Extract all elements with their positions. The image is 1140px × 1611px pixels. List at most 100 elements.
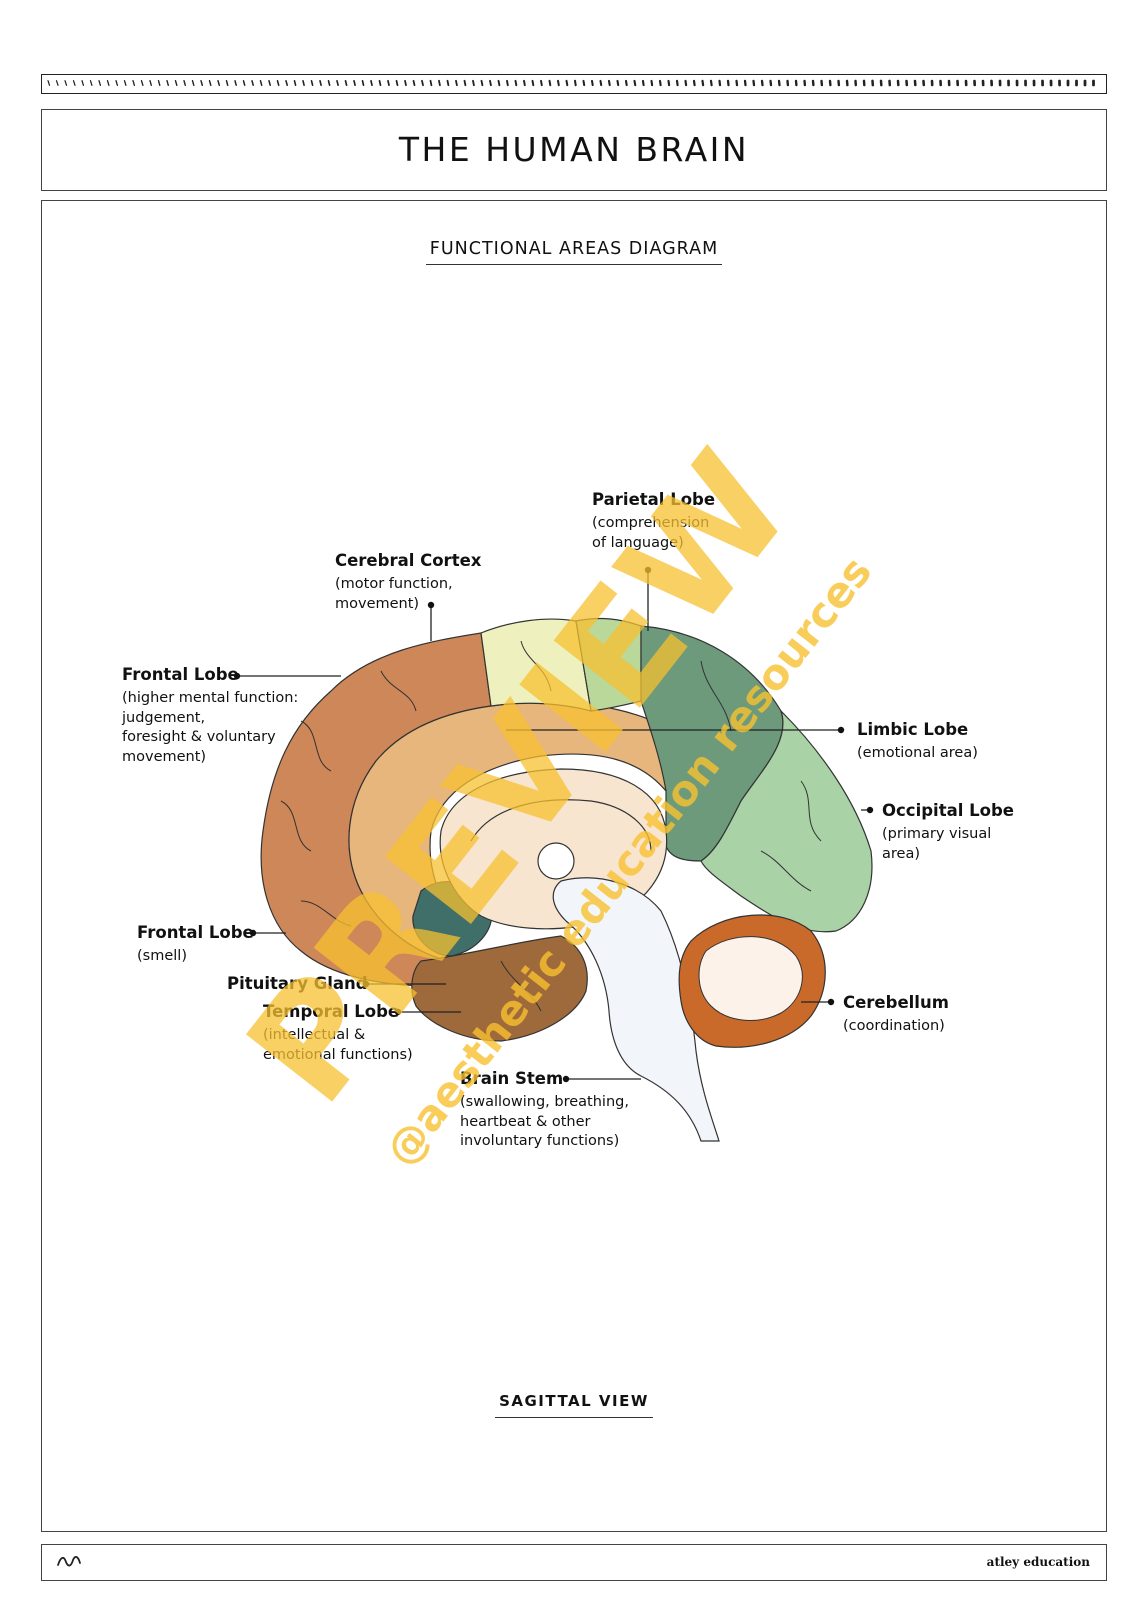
dash-mark (106, 80, 110, 86)
label-name: Pituitary Gland (227, 974, 368, 993)
label-name: Limbic Lobe (857, 720, 969, 739)
footer-bar: atley education (41, 1544, 1107, 1581)
dash-mark (191, 79, 195, 87)
dash-mark (616, 79, 620, 87)
label-desc: (emotional area) (857, 745, 978, 761)
dash-mark (149, 80, 152, 86)
leader-dots (233, 566, 874, 1083)
dash-mark (276, 80, 280, 86)
dash-mark (429, 79, 433, 87)
dash-mark (81, 80, 85, 86)
diagram-panel: FUNCTIONAL AREAS DIAGRAM (41, 200, 1107, 1532)
dash-mark (47, 80, 51, 86)
dash-mark (251, 80, 254, 86)
decorative-border-bar (41, 74, 1107, 94)
dash-mark (506, 79, 509, 87)
dash-mark (115, 80, 119, 86)
label-name: Frontal Lobe (122, 665, 239, 684)
dash-mark (89, 80, 93, 86)
dash-mark (667, 79, 671, 87)
dash-mark (55, 80, 59, 86)
dash-mark (404, 79, 407, 87)
label-desc: (smell) (137, 948, 187, 964)
dash-mark (607, 79, 611, 87)
dash-mark (64, 80, 68, 86)
dash-mark (242, 80, 246, 86)
brain-diagram (233, 566, 874, 1142)
label-desc: (swallowing, breathing, heartbeat & othe… (460, 1094, 629, 1149)
dash-mark (641, 79, 645, 87)
leader-lines (237, 570, 870, 1080)
gyri-lines (280, 640, 822, 1012)
dash-mark (208, 79, 212, 87)
dash-mark (157, 80, 161, 86)
dash-mark (123, 80, 127, 86)
diagram-subtitle-text: FUNCTIONAL AREAS DIAGRAM (425, 239, 723, 265)
dash-mark (268, 80, 271, 86)
dash-mark (514, 79, 518, 87)
dash-mark (701, 79, 705, 87)
label-desc: (motor function, movement) (335, 576, 453, 612)
dash-mark (438, 79, 441, 87)
dash-mark (421, 79, 424, 87)
dash-mark (183, 79, 187, 87)
title-box: THE HUMAN BRAIN (41, 109, 1107, 191)
dash-mark (548, 79, 552, 87)
dash-mark (293, 80, 297, 86)
dash-mark (166, 80, 169, 86)
dash-mark (395, 79, 399, 87)
label-cerebellum: Cerebellum (coordination) (843, 992, 949, 1037)
dash-mark (769, 79, 773, 87)
dash-mark (353, 79, 356, 87)
occipital-lobe-region (700, 710, 873, 933)
label-occipital-lobe: Occipital Lobe (primary visual area) (882, 800, 1014, 864)
dash-mark (98, 80, 102, 86)
dash-mark (302, 80, 305, 86)
dash-mark (735, 79, 739, 87)
dash-mark (718, 79, 722, 87)
dash-mark (582, 79, 586, 87)
dash-pattern (47, 79, 1095, 87)
dash-mark (497, 79, 501, 87)
label-limbic-lobe: Limbic Lobe (emotional area) (857, 719, 978, 764)
dash-mark (140, 80, 144, 86)
label-name: Cerebellum (843, 993, 949, 1012)
dash-mark (743, 79, 747, 87)
dash-mark (361, 79, 365, 87)
dash-mark (489, 79, 492, 87)
dash-mark (523, 79, 526, 87)
dash-mark (259, 80, 263, 86)
dash-mark (174, 79, 178, 87)
dash-mark (217, 79, 221, 87)
dash-mark (387, 79, 390, 87)
dash-mark (336, 79, 339, 87)
diagram-subtitle: FUNCTIONAL AREAS DIAGRAM (42, 239, 1106, 265)
dash-mark (327, 79, 331, 87)
dash-mark (675, 79, 679, 87)
dash-mark (658, 79, 662, 87)
view-label: SAGITTAL VIEW (42, 1392, 1106, 1418)
dash-mark (531, 79, 535, 87)
label-parietal-lobe: Parietal Lobe (comprehension of language… (592, 489, 715, 553)
dash-mark (480, 79, 484, 87)
dash-mark (446, 79, 450, 87)
page-title: THE HUMAN BRAIN (398, 130, 750, 169)
dash-mark (760, 79, 764, 87)
label-desc: (primary visual area) (882, 826, 992, 862)
dash-mark (650, 79, 654, 87)
dash-mark (565, 79, 569, 87)
dash-mark (344, 79, 348, 87)
label-cerebral-cortex: Cerebral Cortex (motor function, movemen… (335, 550, 481, 614)
dash-mark (472, 79, 475, 87)
dash-mark (455, 79, 458, 87)
dash-mark (285, 80, 288, 86)
label-desc: (comprehension of language) (592, 515, 710, 551)
dash-mark (200, 79, 204, 87)
dash-mark (463, 79, 467, 87)
label-pituitary-gland: Pituitary Gland (227, 973, 368, 995)
dash-mark (557, 79, 560, 87)
dash-mark (709, 79, 713, 87)
dash-mark (310, 79, 314, 87)
dash-mark (319, 79, 322, 87)
label-name: Cerebral Cortex (335, 551, 482, 570)
